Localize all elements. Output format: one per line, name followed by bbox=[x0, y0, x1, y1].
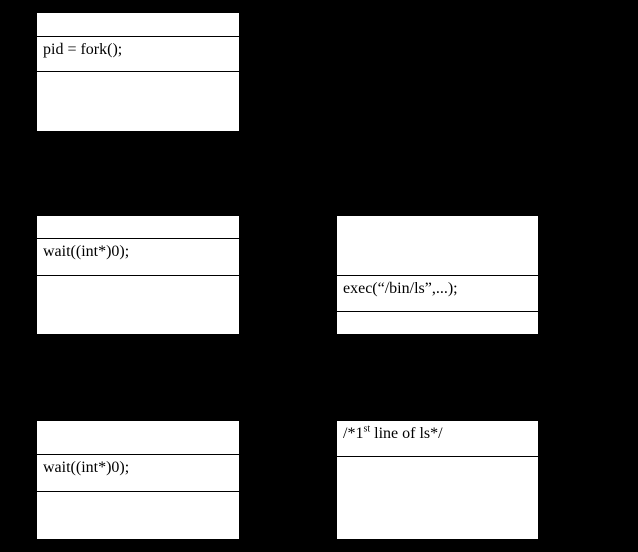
box-segment-empty bbox=[337, 216, 538, 276]
box-segment-empty bbox=[37, 13, 239, 37]
box-segment-empty bbox=[37, 276, 239, 334]
box-segment-empty bbox=[337, 457, 538, 539]
process-box-ls-first-line: /*1st line of ls*/ bbox=[337, 421, 538, 539]
code-text: exec(“/bin/ls”,...); bbox=[343, 280, 458, 297]
code-text: wait((int*)0); bbox=[43, 243, 130, 260]
code-comment-ls-first-line: /*1st line of ls*/ bbox=[337, 421, 538, 457]
box-segment-empty bbox=[37, 72, 239, 131]
code-text: pid = fork(); bbox=[43, 41, 123, 58]
box-segment-empty bbox=[37, 216, 239, 239]
code-statement-wait-lower: wait((int*)0); bbox=[37, 455, 239, 492]
process-box-child-exec: exec(“/bin/ls”,...); bbox=[337, 216, 538, 334]
code-statement-fork: pid = fork(); bbox=[37, 37, 239, 72]
process-box-parent-wait-lower: wait((int*)0); bbox=[37, 421, 239, 539]
comment-superscript: st bbox=[363, 423, 371, 435]
process-box-parent-wait-upper: wait((int*)0); bbox=[37, 216, 239, 334]
box-segment-empty bbox=[337, 312, 538, 334]
code-statement-exec: exec(“/bin/ls”,...); bbox=[337, 276, 538, 312]
code-statement-wait-upper: wait((int*)0); bbox=[37, 239, 239, 276]
process-box-parent-fork: pid = fork(); bbox=[37, 13, 239, 131]
comment-prefix: /*1 bbox=[343, 425, 364, 442]
box-segment-empty bbox=[37, 492, 239, 539]
comment-suffix: line of ls*/ bbox=[370, 425, 443, 442]
box-segment-empty bbox=[37, 421, 239, 455]
code-text: wait((int*)0); bbox=[43, 459, 130, 476]
